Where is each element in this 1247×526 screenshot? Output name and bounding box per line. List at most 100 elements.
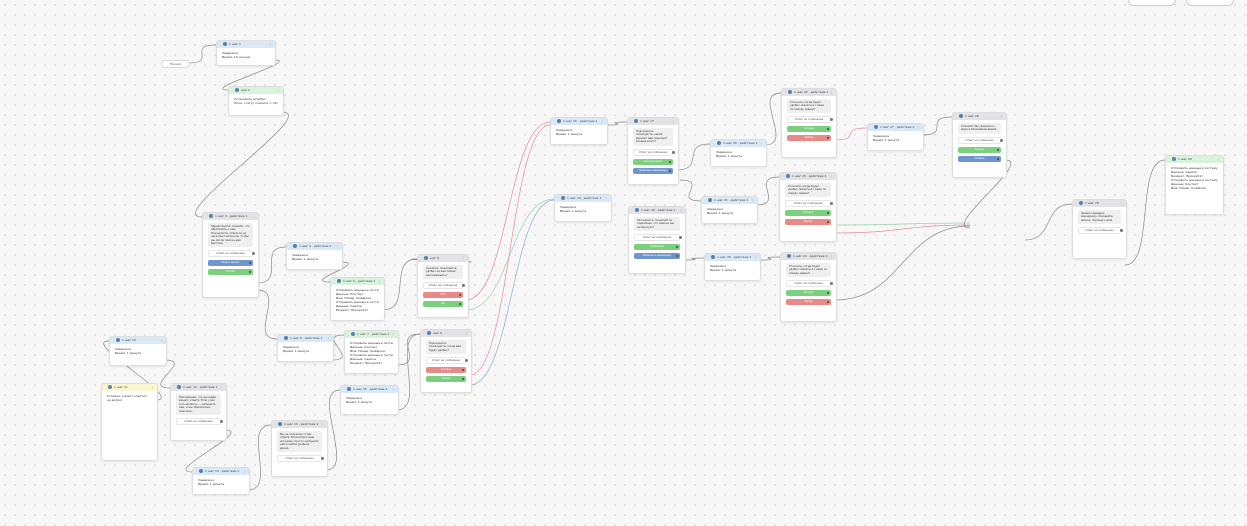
reply-button[interactable]: Нет — [423, 292, 463, 299]
node-header[interactable]: 1 шаг 10⋮ — [110, 337, 166, 344]
output-port[interactable] — [462, 284, 465, 288]
reply-button[interactable]: Сегодня — [426, 367, 466, 374]
node-header[interactable]: 1 шаг 5 · действие 1⋮ — [331, 278, 384, 285]
reply-button[interactable]: Позвонить менеджеру — [633, 167, 673, 174]
flow-node-n18[interactable]: 1 шаг 18 · действие 1⋮Расскажите, пожалу… — [628, 206, 686, 274]
reply-button[interactable]: Завтра — [785, 219, 831, 226]
output-port[interactable] — [830, 118, 833, 122]
output-port[interactable] — [465, 359, 468, 363]
node-menu-icon[interactable]: ⋮ — [220, 385, 223, 389]
answer-field[interactable]: Ответ на сообщение — [208, 250, 255, 258]
reply-button[interactable]: Завтра — [426, 376, 466, 383]
flow-node-n3[interactable]: 1 шаг 3 · действие 1⋮Здравствуйте! Спаси… — [202, 212, 259, 298]
toolbar-button-2[interactable] — [1186, 0, 1234, 6]
output-port[interactable] — [676, 246, 678, 249]
answer-field[interactable]: Ответ на сообщение — [426, 357, 468, 365]
output-port[interactable] — [249, 271, 251, 274]
node-header[interactable]: шаг 2⋮ — [229, 87, 283, 94]
node-header[interactable]: 1 шаг 16 · действие 1⋮ — [551, 118, 607, 125]
answer-field[interactable]: Ответ на сообщение — [176, 418, 223, 426]
node-header[interactable]: 1 шаг 1⋮ — [217, 41, 275, 48]
flow-node-n8[interactable]: шаг 8⋮Скажите, пожалуйста, удобно ли вам… — [417, 254, 469, 318]
node-header[interactable]: 1 шаг 12 · действие 1⋮ — [171, 384, 226, 391]
reply-button[interactable]: Завтра — [787, 135, 831, 142]
output-port[interactable] — [997, 157, 999, 160]
node-header[interactable]: 1 шаг 11⋮ — [102, 384, 157, 391]
node-menu-icon[interactable]: ⋮ — [378, 279, 381, 283]
flow-node-n22[interactable]: 1 шаг 22 · действие 1⋮Уточните, когда бу… — [781, 88, 837, 158]
output-port[interactable] — [676, 255, 678, 258]
answer-field[interactable]: Ответ на сообщение — [634, 234, 682, 242]
output-port[interactable] — [459, 294, 461, 297]
node-header[interactable]: 1 шаг 23 · действие 1⋮ — [780, 173, 836, 180]
flow-node-n17[interactable]: 1 шаг 17⋮Подскажите, пожалуйста, какой в… — [627, 117, 679, 185]
output-port[interactable] — [830, 282, 833, 286]
flow-node-n23[interactable]: 1 шаг 23 · действие 1⋮Уточните, когда бу… — [779, 172, 837, 242]
output-port[interactable] — [1000, 138, 1003, 142]
node-menu-icon[interactable]: ⋮ — [751, 198, 754, 202]
output-port[interactable] — [827, 212, 829, 215]
flow-node-n14[interactable]: 1 шаг 14 · действие 1⋮Мы не получили от … — [271, 420, 328, 477]
output-port[interactable] — [827, 221, 829, 224]
node-menu-icon[interactable]: ⋮ — [830, 90, 833, 94]
flow-node-n28[interactable]: 1 шаг 28⋮Заявка передана менеджеру. Ожид… — [1072, 199, 1127, 259]
reply-button[interactable]: Хорошо — [958, 146, 1001, 153]
node-header[interactable]: шаг 8⋮ — [418, 255, 468, 262]
node-menu-icon[interactable]: ⋮ — [327, 336, 330, 340]
node-header[interactable]: 1 шаг 13 · действие 1⋮ — [193, 468, 249, 475]
answer-field[interactable]: Ответ на сообщение — [958, 136, 1003, 144]
reply-button[interactable]: Сегодня — [785, 210, 831, 217]
output-port[interactable] — [462, 369, 464, 372]
node-header[interactable]: 1 шаг 29⋮ — [1166, 156, 1223, 163]
node-menu-icon[interactable]: ⋮ — [1120, 201, 1123, 205]
node-header[interactable]: 1 шаг 25 · действие 1⋮ — [705, 254, 760, 261]
node-menu-icon[interactable]: ⋮ — [1000, 114, 1003, 118]
output-port[interactable] — [672, 150, 675, 154]
node-header[interactable]: 1 шаг 7 · действие 1⋮ — [345, 331, 398, 338]
node-menu-icon[interactable]: ⋮ — [760, 141, 763, 145]
node-menu-icon[interactable]: ⋮ — [321, 422, 324, 426]
reply-button[interactable]: Позже — [208, 269, 253, 276]
toolbar-button-1[interactable] — [1128, 0, 1176, 6]
output-port[interactable] — [669, 169, 671, 172]
output-port[interactable] — [679, 236, 682, 240]
flow-node-n5[interactable]: 1 шаг 5 · действие 1⋮Отправить данные в … — [330, 277, 385, 321]
flow-node-n12[interactable]: 1 шаг 12 · действие 1⋮Напоминаем, что мы… — [170, 383, 227, 441]
answer-field[interactable]: Ответ на сообщение — [786, 280, 833, 288]
flow-node-n26[interactable]: 1 шаг 26⋮Спасибо! Мы свяжемся с вами в б… — [952, 112, 1007, 178]
output-port[interactable] — [220, 420, 223, 424]
node-header[interactable]: 1 шаг 18 · действие 1⋮ — [629, 207, 685, 214]
node-header[interactable]: 1 шаг 15 · действие 1⋮ — [341, 386, 398, 393]
node-header[interactable]: 1 шаг 3 · действие 1⋮ — [203, 213, 258, 220]
output-port[interactable] — [827, 292, 829, 295]
output-port[interactable] — [997, 148, 999, 151]
node-menu-icon[interactable]: ⋮ — [243, 469, 246, 473]
node-header[interactable]: 1 шаг 27 · действие 1⋮ — [868, 124, 923, 131]
node-header[interactable]: 1 шаг 22 · действие 1⋮ — [782, 89, 836, 96]
reply-button[interactable]: Сегодня — [787, 126, 831, 133]
node-menu-icon[interactable]: ⋮ — [917, 125, 920, 129]
node-header[interactable]: 1 шаг 14 · действие 1⋮ — [272, 421, 327, 428]
node-menu-icon[interactable]: ⋮ — [392, 332, 395, 336]
answer-field[interactable]: Ответ на сообщение — [1078, 227, 1123, 235]
node-header[interactable]: 1 шаг 6 · действие 1⋮ — [278, 335, 333, 342]
node-header[interactable]: 1 шаг 4 · действие 1⋮ — [287, 243, 342, 250]
reply-button[interactable]: Сегодня — [786, 290, 831, 297]
node-header[interactable]: шаг 9⋮ — [421, 330, 471, 337]
flow-node-n24[interactable]: 1 шаг 24 · действие 1⋮Уточните, когда бу… — [780, 252, 837, 322]
node-header[interactable]: 1 шаг 20 · действие 1⋮ — [711, 140, 766, 147]
node-menu-icon[interactable]: ⋮ — [672, 119, 675, 123]
